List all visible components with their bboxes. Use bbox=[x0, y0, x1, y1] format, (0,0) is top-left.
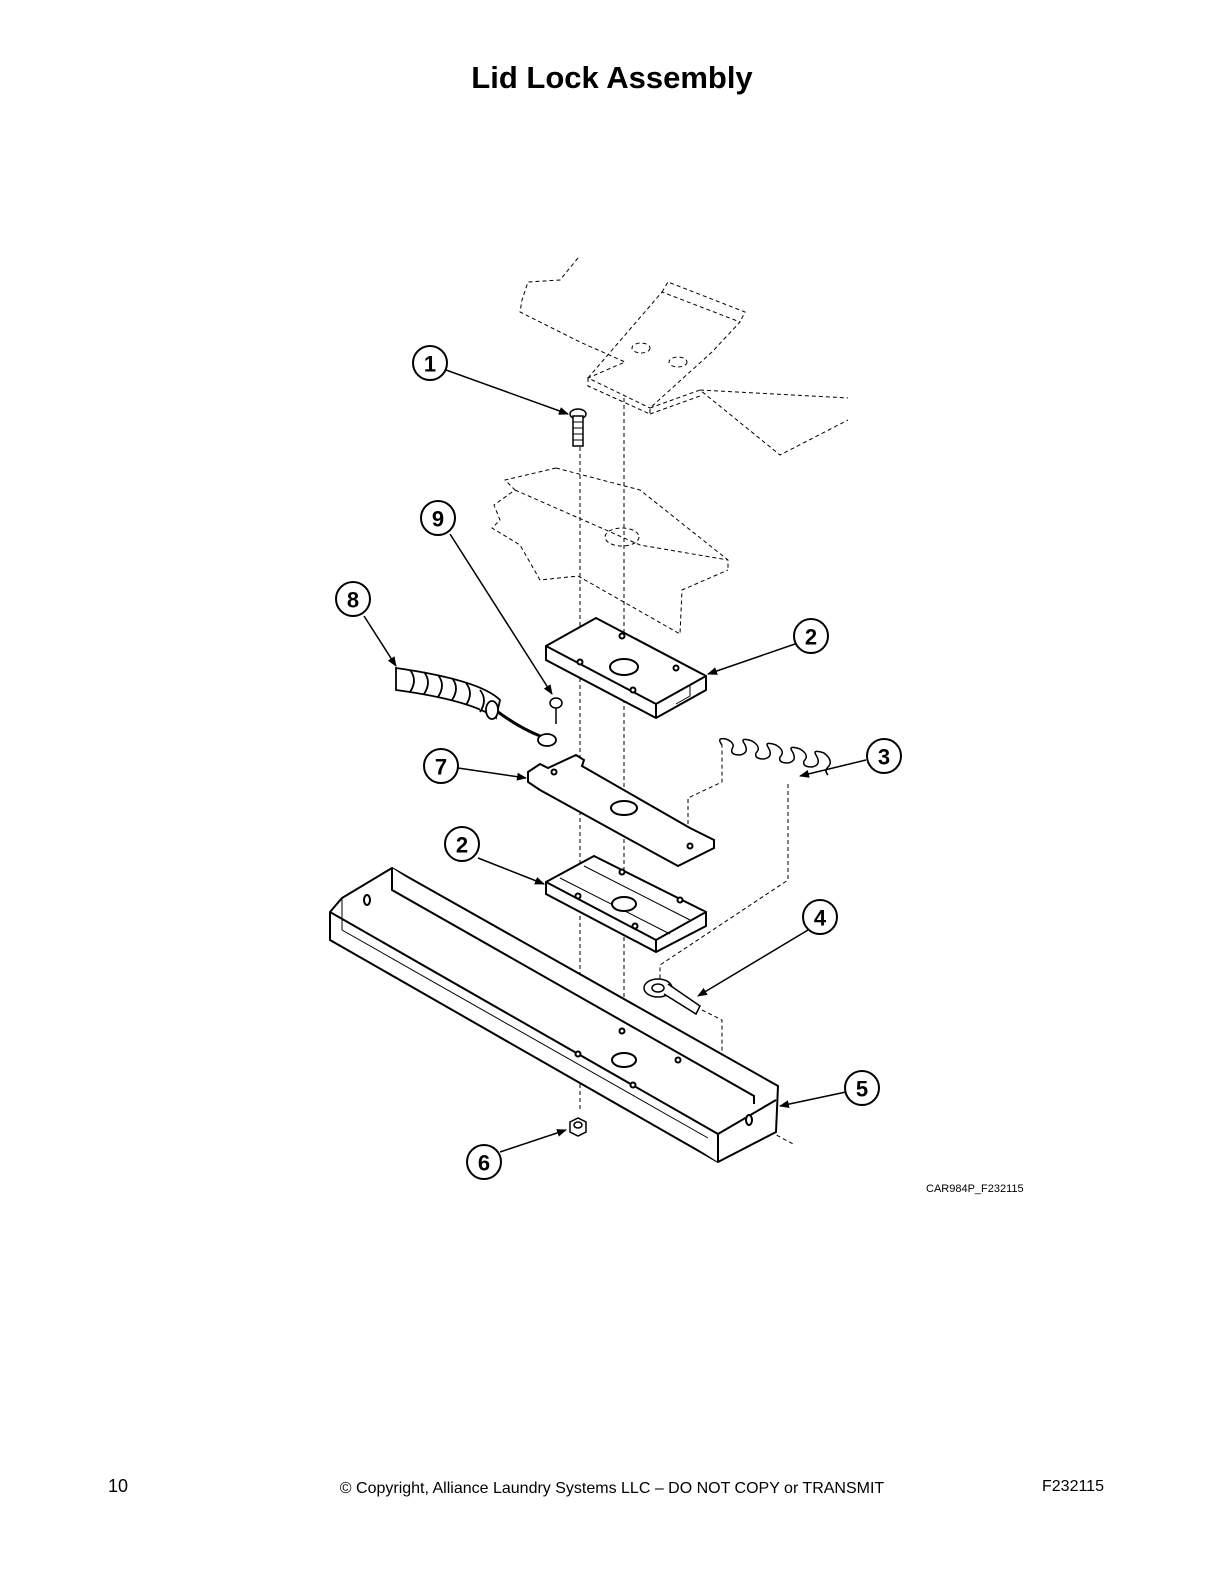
page-number: 10 bbox=[108, 1476, 129, 1496]
rivet-part bbox=[549, 697, 563, 724]
clevis-pin-part bbox=[643, 978, 701, 1016]
callout-circles bbox=[335, 345, 902, 1180]
callout-labels: 1 2 3 4 5 6 7 8 9 2 bbox=[347, 352, 890, 1176]
callout-1: 1 bbox=[424, 352, 436, 377]
copyright-notice: © Copyright, Alliance Laundry Systems LL… bbox=[339, 1480, 885, 1497]
callout-9: 9 bbox=[432, 507, 444, 532]
callout-5: 5 bbox=[856, 1077, 868, 1102]
callout-2-bottom: 2 bbox=[456, 833, 468, 858]
callout-2-top: 2 bbox=[805, 625, 817, 650]
base-channel bbox=[329, 866, 780, 1164]
callout-7: 7 bbox=[435, 755, 447, 780]
page-title: Lid Lock Assembly bbox=[471, 60, 753, 95]
screw-part bbox=[569, 408, 587, 447]
callout-6: 6 bbox=[478, 1151, 490, 1176]
upper-bracket-plate bbox=[545, 616, 707, 720]
callout-8: 8 bbox=[347, 588, 359, 613]
nut-part bbox=[569, 1117, 587, 1137]
leader-lines bbox=[363, 369, 867, 1153]
figure-code: CAR984P_F232115 bbox=[926, 1183, 1024, 1195]
callout-3: 3 bbox=[878, 745, 890, 770]
document-code: F232115 bbox=[1042, 1478, 1104, 1495]
lower-bracket-plate bbox=[545, 854, 707, 954]
lock-slide-plate bbox=[527, 753, 715, 868]
callout-4: 4 bbox=[814, 906, 827, 931]
conduit-wire bbox=[395, 666, 557, 747]
spring-part bbox=[719, 737, 831, 776]
